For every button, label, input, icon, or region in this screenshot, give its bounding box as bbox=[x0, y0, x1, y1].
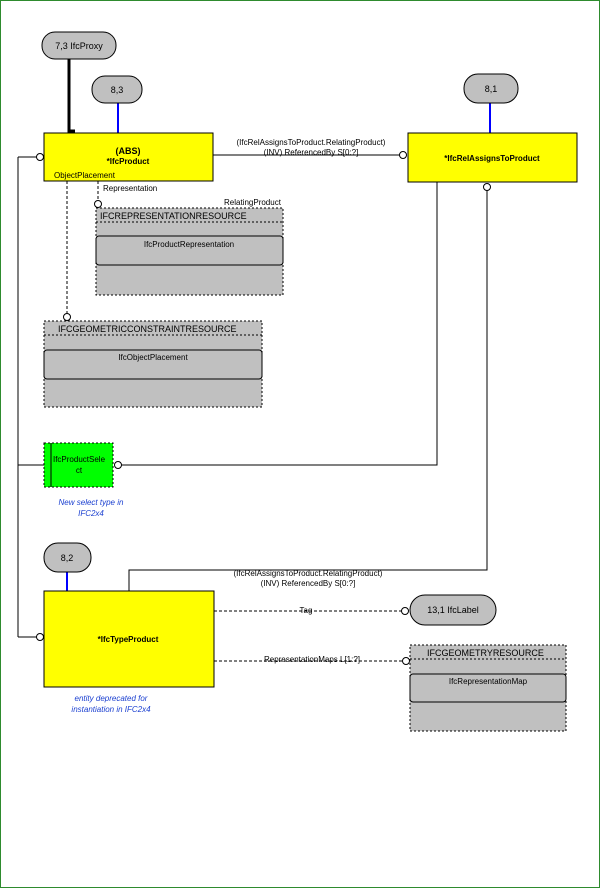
entity-ifctypeproduct-name: *IfcTypeProduct bbox=[98, 635, 159, 644]
page-ref-label-text: 13,1 IfcLabel bbox=[427, 605, 479, 615]
select-label-line2: ct bbox=[76, 466, 83, 475]
page-ref-type-product-label: 8,2 bbox=[61, 553, 74, 563]
attr-tag: Tag bbox=[300, 606, 313, 615]
note-select-line2: IFC2x4 bbox=[78, 509, 104, 518]
resource-geometry[interactable]: IFCGEOMETRYRESOURCE IfcRepresentationMap bbox=[409, 644, 567, 732]
page-ref-type-product[interactable]: 8,2 bbox=[43, 542, 92, 573]
resource-representation-entity: IfcProductRepresentation bbox=[144, 240, 234, 249]
entity-ifcproduct-name: *IfcProduct bbox=[107, 157, 150, 166]
circle-rel-referencedby bbox=[399, 151, 407, 159]
circle-product-subtype bbox=[36, 153, 44, 161]
resource-geometry-entity: IfcRepresentationMap bbox=[449, 677, 528, 686]
page-ref-rel-assigns[interactable]: 8,1 bbox=[463, 73, 519, 104]
resource-geometric-constraint-entity: IfcObjectPlacement bbox=[118, 353, 188, 362]
circle-tag bbox=[401, 607, 409, 615]
resource-geometric-constraint-schema: IFCGEOMETRICCONSTRAINTRESOURCE bbox=[58, 324, 237, 334]
relatingproduct-line bbox=[121, 182, 438, 466]
select-ifcproductselect[interactable]: IfcProductSele ct bbox=[43, 442, 114, 488]
relationship-circles bbox=[36, 151, 491, 665]
inverse-product-line2: (INV) ReferencedBy S[0:?] bbox=[264, 148, 359, 157]
type-referencedby-line bbox=[128, 190, 488, 591]
note-select-line1: New select type in bbox=[59, 498, 124, 507]
entity-ifcproduct[interactable]: (ABS) *IfcProduct bbox=[43, 132, 214, 182]
inverse-product-line1: (IfcRelAssignsToProduct.RelatingProduct) bbox=[237, 138, 386, 147]
connectors bbox=[17, 58, 491, 662]
circle-representationmaps bbox=[402, 657, 410, 665]
circle-rel-bottom bbox=[483, 183, 491, 191]
attr-representation: Representation bbox=[103, 184, 157, 193]
select-label-line1: IfcProductSele bbox=[53, 455, 106, 464]
circle-type-subtype bbox=[36, 633, 44, 641]
page-ref-proxy[interactable]: 7,3 IfcProxy bbox=[41, 31, 117, 60]
circle-select bbox=[114, 461, 122, 469]
note-deprecated-line2: instantiation in IFC2x4 bbox=[71, 705, 151, 714]
inverse-type-line1: (IfcRelAssignsToProduct.RelatingProduct) bbox=[234, 569, 383, 578]
circle-representation bbox=[94, 200, 102, 208]
page-ref-product-label: 8,3 bbox=[111, 85, 124, 95]
page-ref-rel-assigns-label: 8,1 bbox=[485, 84, 498, 94]
page-ref-proxy-label: 7,3 IfcProxy bbox=[55, 41, 103, 51]
resource-geometry-schema: IFCGEOMETRYRESOURCE bbox=[427, 648, 544, 658]
resource-representation-schema: IFCREPRESENTATIONRESOURCE bbox=[100, 211, 247, 221]
attr-relatingproduct: RelatingProduct bbox=[224, 198, 282, 207]
resource-representation[interactable]: IFCREPRESENTATIONRESOURCE IfcProductRepr… bbox=[95, 207, 284, 296]
note-deprecated-line1: entity deprecated for bbox=[75, 694, 148, 703]
attr-objectplacement: ObjectPlacement bbox=[54, 171, 116, 180]
entity-ifctypeproduct[interactable]: *IfcTypeProduct bbox=[43, 590, 215, 688]
entity-ifcproduct-abs: (ABS) bbox=[116, 146, 141, 156]
resource-geometric-constraint[interactable]: IFCGEOMETRICCONSTRAINTRESOURCE IfcObject… bbox=[43, 320, 263, 408]
circle-objectplacement bbox=[63, 313, 71, 321]
inverse-type-line2: (INV) ReferencedBy S[0:?] bbox=[261, 579, 356, 588]
page-ref-label[interactable]: 13,1 IfcLabel bbox=[409, 594, 497, 626]
page-ref-product[interactable]: 8,3 bbox=[91, 75, 143, 104]
attr-representationmaps: RepresentationMaps L[1:?] bbox=[264, 655, 360, 664]
entity-ifcrelassignstoproduct[interactable]: *IfcRelAssignsToProduct bbox=[407, 132, 578, 183]
entity-ifcrelassignstoproduct-name: *IfcRelAssignsToProduct bbox=[444, 154, 540, 163]
